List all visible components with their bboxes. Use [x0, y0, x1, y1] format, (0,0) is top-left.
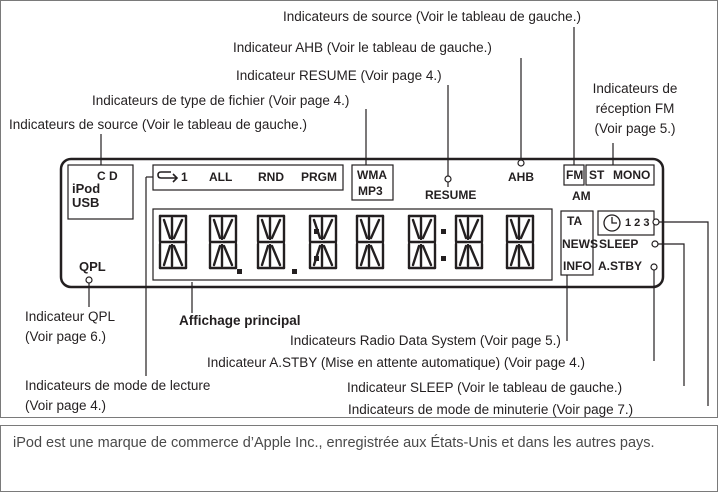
colon-top-1 — [314, 229, 319, 234]
ahb-indicator: AHB — [508, 170, 534, 184]
segment-digit-3 — [256, 214, 286, 270]
rnd-indicator: RND — [258, 170, 284, 184]
label-play-mode-indicators: Indicateurs de mode de lecture (Voir pag… — [25, 378, 211, 413]
label-file-type-indicators: Indicateurs de type de fichier (Voir pag… — [92, 93, 350, 108]
colon-top-2 — [441, 229, 446, 234]
qpl-indicator: QPL — [79, 259, 106, 274]
decimal-dot-2 — [292, 269, 297, 274]
terminal-ahb — [517, 159, 525, 167]
label-fm-reception-indicators: Indicateurs de réception FM (Voir page 5… — [592, 81, 678, 136]
resume-indicator: RESUME — [425, 188, 477, 202]
callout-lines — [59, 27, 709, 406]
segment-digit-1 — [158, 214, 188, 270]
repeat-icon — [157, 171, 177, 179]
trademark-note: iPod est une marque de commerce d’Apple … — [0, 425, 718, 492]
label-rds-indicators: Indicateurs Radio Data System (Voir page… — [290, 333, 561, 348]
terminal-qpl — [85, 276, 93, 284]
terminal-astby — [650, 263, 658, 271]
fm-indicator: FM — [566, 168, 584, 182]
segment-digit-4 — [308, 214, 338, 270]
timer-digits-indicator: 1 2 3 — [625, 217, 650, 229]
segment-digit-6 — [407, 214, 437, 270]
terminal-timer — [652, 218, 660, 226]
all-indicator: ALL — [209, 170, 233, 184]
timer-clock-icon — [603, 214, 621, 232]
trademark-text: iPod est une marque de commerce d’Apple … — [13, 435, 655, 451]
diagram-frame: Indicateurs de source (Voir le tableau d… — [0, 0, 718, 418]
mono-indicator: MONO — [613, 168, 651, 182]
label-timer-mode-indicators: Indicateurs de mode de minuterie (Voir p… — [348, 402, 634, 417]
astby-indicator: A.STBY — [598, 259, 643, 273]
terminal-resume — [444, 175, 452, 183]
rds-box — [560, 210, 594, 276]
segment-digit-8 — [505, 214, 535, 270]
label-ahb-indicator: Indicateur AHB (Voir le tableau de gauch… — [233, 40, 492, 55]
segment-digit-7 — [454, 214, 484, 270]
segment-digit-cells — [158, 214, 535, 270]
usb-indicator: USB — [72, 195, 100, 210]
ipod-indicator: iPod — [72, 181, 101, 196]
label-astby-indicator: Indicateur A.STBY (Mise en attente autom… — [207, 355, 585, 370]
label-source-indicators-top: Indicateurs de source (Voir le tableau d… — [283, 9, 581, 24]
lcd-outline — [59, 157, 665, 289]
st-mono-box — [585, 164, 655, 186]
ta-indicator: TA — [567, 214, 583, 228]
sleep-indicator: SLEEP — [599, 237, 639, 251]
label-resume-indicator: Indicateur RESUME (Voir page 4.) — [236, 68, 442, 83]
leader-sleep — [658, 243, 685, 386]
prgm-indicator: PRGM — [301, 170, 337, 184]
info-indicator: INFO — [563, 259, 592, 273]
label-main-display: Affichage principal — [179, 313, 301, 328]
segment-digit-2 — [208, 214, 238, 270]
mp3-indicator: MP3 — [358, 184, 383, 198]
segment-area-box — [152, 208, 553, 281]
repeat-one-indicator: 1 — [181, 170, 188, 184]
leader-timer-mode — [658, 221, 709, 406]
file-type-box — [351, 164, 394, 201]
am-indicator: AM — [572, 189, 591, 203]
colon-bottom-2 — [441, 256, 446, 261]
terminal-sleep — [651, 240, 659, 248]
label-qpl-indicator: Indicateur QPL (Voir page 6.) — [25, 309, 115, 344]
decimal-dot-1 — [237, 269, 242, 274]
segment-digit-5 — [355, 214, 385, 270]
label-source-indicators-left: Indicateurs de source (Voir le tableau d… — [9, 117, 307, 132]
label-sleep-indicator: Indicateur SLEEP (Voir le tableau de gau… — [347, 380, 623, 395]
wma-indicator: WMA — [357, 168, 387, 182]
st-indicator: ST — [589, 168, 605, 182]
news-indicator: NEWS — [562, 237, 598, 251]
cd-indicator: C D — [97, 169, 118, 183]
